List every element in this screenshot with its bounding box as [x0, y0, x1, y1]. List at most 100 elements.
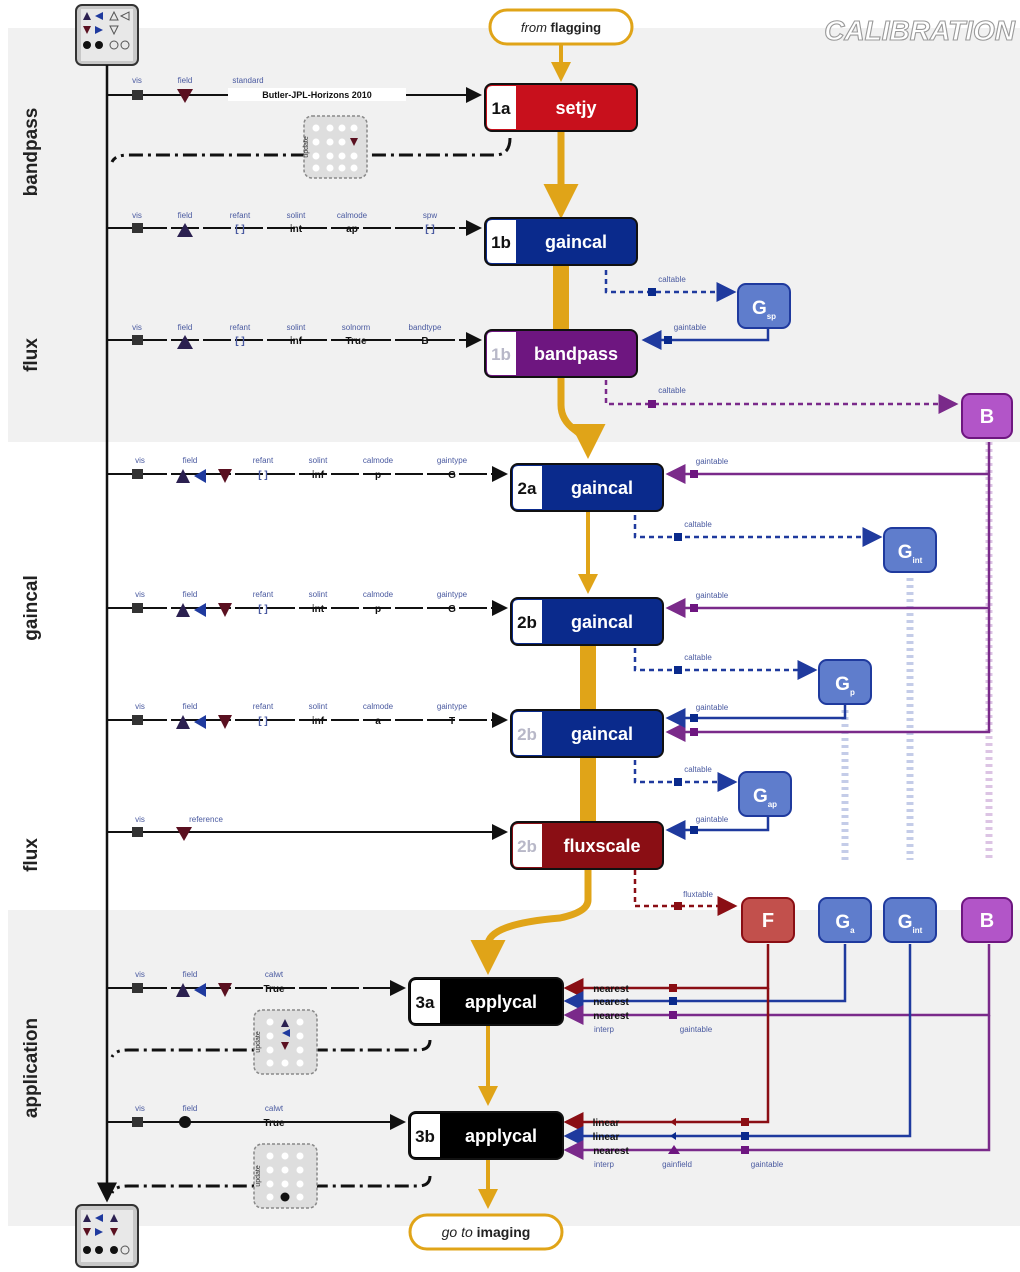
svg-text:refant: refant [230, 211, 251, 220]
update-label: update [303, 136, 310, 158]
svg-text:interp: interp [594, 1160, 615, 1169]
svg-text:refant: refant [253, 590, 274, 599]
svg-text:gaintype: gaintype [437, 702, 468, 711]
svg-text:spw: spw [423, 211, 437, 220]
svg-text:interp: interp [594, 1025, 615, 1034]
task-1b-bandpass[interactable]: 1b bandpass [484, 329, 638, 378]
svg-text:nearest: nearest [593, 1011, 629, 1022]
svg-text:gaintable: gaintable [674, 323, 707, 332]
go-to-imaging-pill[interactable]: go to imaging [408, 1213, 564, 1251]
interp-values: nearest nearest nearest linear linear ne… [593, 984, 630, 1157]
svg-text:caltable: caltable [684, 520, 712, 529]
param-row-gaincal-2a: vis field refant [ ] solint inf calmode … [107, 456, 508, 483]
step-number: 2b [517, 837, 537, 856]
svg-text:inf: inf [290, 336, 303, 347]
page-title: CALIBRATION [824, 15, 1016, 46]
svg-text:[ ]: [ ] [235, 224, 244, 235]
svg-text:linear: linear [593, 1132, 620, 1143]
badge-g-a[interactable]: Ga [818, 897, 872, 943]
param-row-fluxscale: vis reference [107, 815, 508, 841]
badge-b-bottom[interactable]: B [961, 897, 1013, 943]
badge-g-sp[interactable]: Gsp [737, 283, 791, 329]
task-name: setjy [555, 98, 596, 118]
svg-text:gaintable: gaintable [696, 703, 729, 712]
step-number: 2a [518, 479, 537, 498]
svg-text:[ ]: [ ] [235, 336, 244, 347]
svg-text:linear: linear [593, 1118, 620, 1129]
step-number: 1b [491, 233, 511, 252]
svg-text:calmode: calmode [337, 211, 368, 220]
step-number: 1a [492, 99, 511, 118]
section-label-application: application [21, 1018, 42, 1118]
task-name: applycal [465, 992, 537, 1012]
svg-text:vis: vis [132, 323, 142, 332]
badge-b-top[interactable]: B [961, 393, 1013, 439]
svg-text:[ ]: [ ] [258, 604, 267, 615]
svg-text:standard: standard [232, 76, 263, 85]
badge-g-ap[interactable]: Gap [738, 771, 792, 817]
svg-text:p: p [375, 470, 381, 481]
step-number: 1b [491, 345, 511, 364]
svg-text:vis: vis [135, 590, 145, 599]
svg-text:T: T [449, 716, 455, 727]
svg-text:vis: vis [132, 211, 142, 220]
svg-text:nearest: nearest [593, 984, 629, 995]
task-2b-gaincal[interactable]: 2b gaincal [510, 597, 664, 646]
svg-text:caltable: caltable [684, 653, 712, 662]
update-label: update [255, 1031, 262, 1053]
badge-g-int-bottom[interactable]: Gint [883, 897, 937, 943]
svg-text:field: field [183, 970, 198, 979]
caltable-squares [648, 288, 682, 910]
task-2b-gaincal-amp[interactable]: 2b gaincal [510, 709, 664, 758]
gaintable-links [641, 328, 991, 840]
task-2a-gaincal[interactable]: 2a gaincal [510, 463, 664, 512]
svg-text:B: B [980, 910, 994, 932]
badge-f[interactable]: F [741, 897, 795, 943]
svg-text:[ ]: [ ] [258, 716, 267, 727]
svg-text:inf: inf [312, 470, 325, 481]
section-label-bandpass: bandpass [21, 108, 42, 197]
param-row-applycal-3a: vis field calwt True [107, 970, 406, 997]
svg-text:gaintype: gaintype [437, 590, 468, 599]
svg-text:nearest: nearest [593, 997, 629, 1008]
svg-text:vis: vis [135, 456, 145, 465]
svg-text:caltable: caltable [684, 765, 712, 774]
task-2b-fluxscale[interactable]: 2b fluxscale [510, 821, 664, 870]
task-1b-gaincal[interactable]: 1b gaincal [484, 217, 638, 266]
section-label-gaincal: gaincal [21, 575, 42, 640]
svg-text:Gint: Gint [898, 542, 923, 565]
task-3b-applycal[interactable]: 3b applycal [408, 1111, 564, 1160]
section-label-flux-mid: flux [21, 838, 42, 872]
svg-text:int: int [312, 604, 325, 615]
svg-text:calmode: calmode [363, 702, 394, 711]
svg-text:solint: solint [287, 323, 306, 332]
svg-text:field: field [183, 702, 198, 711]
param-row-setjy: vis field standard Butler-JPL-Horizons 2… [107, 76, 482, 103]
svg-text:Ga: Ga [835, 912, 855, 935]
svg-text:F: F [762, 910, 774, 932]
svg-text:G: G [448, 604, 456, 615]
task-name: bandpass [534, 344, 618, 364]
svg-text:True: True [263, 1118, 285, 1129]
badge-g-p[interactable]: Gp [818, 659, 872, 705]
update-box-1: update [303, 115, 368, 179]
task-1a-setjy[interactable]: 1a setjy [484, 83, 638, 132]
svg-text:B: B [980, 406, 994, 428]
svg-text:True: True [345, 336, 367, 347]
task-3a-applycal[interactable]: 3a applycal [408, 977, 564, 1026]
svg-text:Gp: Gp [835, 674, 855, 697]
caltable-labels: caltable caltable caltable caltable calt… [658, 275, 713, 899]
from-flagging-pill[interactable]: from flagging [488, 8, 634, 46]
applycal-feed-lines [563, 944, 991, 1160]
update-label: update [255, 1165, 262, 1187]
svg-text:ap: ap [346, 224, 358, 235]
svg-text:solint: solint [309, 590, 328, 599]
svg-text:True: True [263, 984, 285, 995]
svg-text:field: field [178, 76, 193, 85]
svg-text:inf: inf [312, 716, 325, 727]
svg-text:int: int [290, 224, 303, 235]
badge-g-int[interactable]: Gint [883, 527, 937, 573]
dataset-icon-bottom [75, 1204, 139, 1268]
svg-text:Butler-JPL-Horizons 2010: Butler-JPL-Horizons 2010 [262, 90, 372, 100]
